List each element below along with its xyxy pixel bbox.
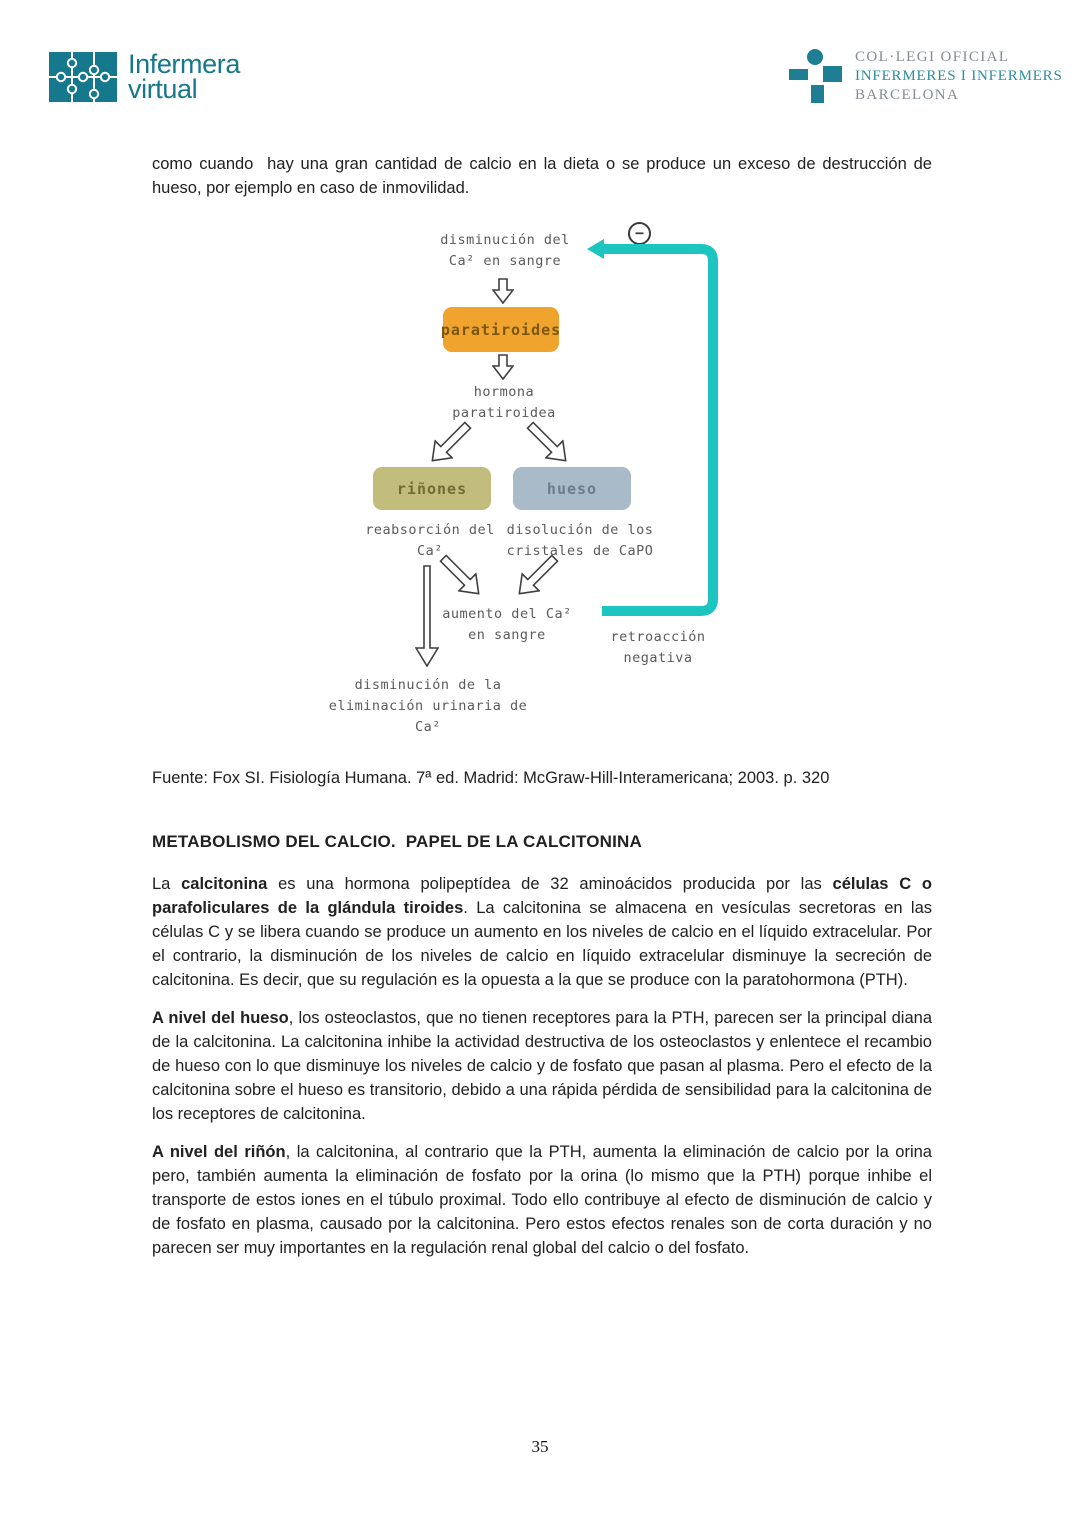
diagonal-arrow-down-right-icon [439,554,480,595]
coib-logo: COL·LEGI OFICIAL INFERMERES I INFERMERS … [788,46,1063,105]
paragraph: La calcitonina es una hormona polipeptíd… [152,872,932,992]
text-run: , los osteoclastos, que no tienen recept… [152,1009,932,1123]
coib-line-2: INFERMERES I INFERMERS [855,68,1063,84]
brand-line-2: virtual [128,74,198,104]
node-trigger: disminución del Ca² en sangre [440,232,570,269]
text-run: es una hormona polipeptídea de 32 aminoá… [267,875,833,893]
section-heading: METABOLISMO DEL CALCIO. PAPEL DE LA CALC… [152,832,643,851]
brand-wordmark: Infermera virtual [128,49,240,104]
infermera-virtual-logo: Infermera virtual [49,49,240,104]
bold-text-run: A nivel del hueso [152,1009,289,1027]
source-citation: Fuente: Fox SI. Fisiología Humana. 7ª ed… [152,769,830,787]
node-kidneys-box: riñones [373,467,491,510]
paragraphs: La calcitonina es una hormona polipeptíd… [152,872,932,1274]
text-run: . La calcitonina se almacena en vesícula… [152,899,932,989]
node-urine: disminución de la eliminación urinaria d… [328,677,528,735]
node-kidney-effect: reabsorción del Ca² [365,522,495,559]
page-number: 35 [531,1437,549,1456]
coib-line-1: COL·LEGI OFICIAL [855,49,1010,65]
node-parathyroid-box: paratiroides [441,307,560,352]
diagonal-arrow-down-left-icon [431,421,472,462]
bold-text-run: calcitonina [181,875,268,893]
cross-right-bar [823,66,842,82]
bold-text-run: células C o parafoliculares de la glándu… [152,875,932,917]
feedback-loop-arrow [587,239,718,616]
text-run: La [152,875,182,893]
calcium-feedback-diagram: − disminución del Ca² en sangre paratiro… [328,220,750,768]
cross-circle [807,49,823,65]
diagonal-arrow-down-left-icon [518,554,559,595]
coib-line-3: BARCELONA [855,87,960,103]
text-run: , la calcitonina, al contrario que la PT… [152,1143,932,1257]
cross-left-bar [789,69,808,80]
node-hormone: hormona paratiroidea [452,384,556,421]
brand-line-1: Infermera [128,49,240,79]
node-bone-box: hueso [513,467,631,510]
paragraph: A nivel del riñón, la calcitonina, al co… [152,1140,932,1260]
paragraph: A nivel del hueso, los osteoclastos, que… [152,1006,932,1126]
cross-bottom-bar [811,85,824,103]
diagonal-arrow-down-right-icon [526,421,567,462]
intro-paragraph: como cuando hay una gran cantidad de cal… [152,155,937,197]
node-bone-effect: disolución de los cristales de CaPO [506,522,654,559]
puzzle-logo-icon [49,52,117,102]
node-result: aumento del Ca² en sangre [442,606,572,643]
feedback-label: retroacción negativa [610,629,706,666]
coib-cross-icon [788,46,842,104]
down-arrow-icon [492,278,514,304]
coib-wordmark: COL·LEGI OFICIAL INFERMERES I INFERMERS … [855,46,1063,105]
long-down-arrow-icon [415,565,439,667]
bold-text-run: A nivel del riñón [152,1143,286,1161]
down-arrow-icon [492,354,514,380]
